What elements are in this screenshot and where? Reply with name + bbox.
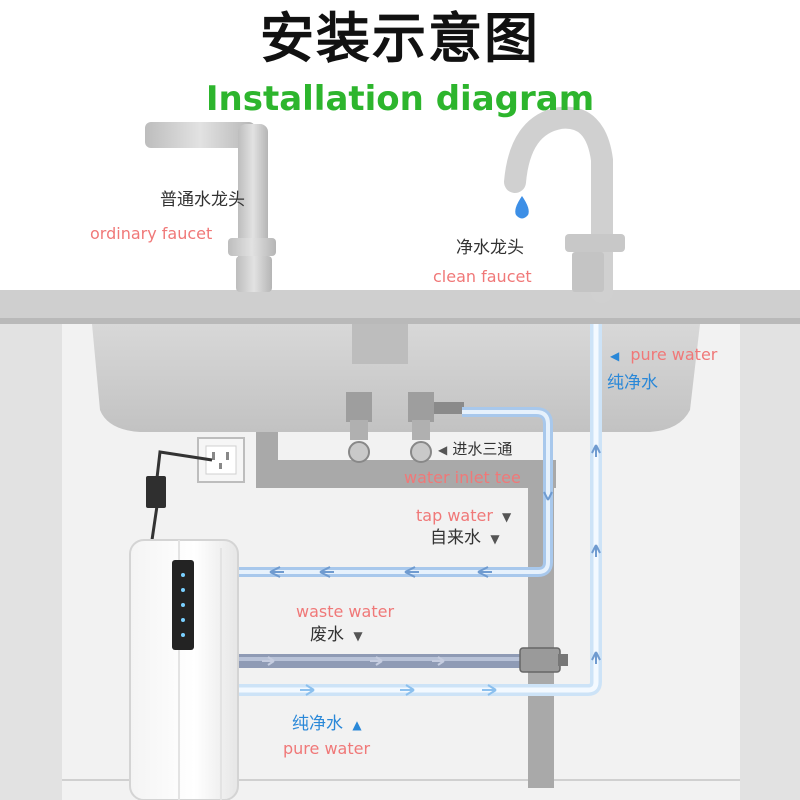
ordinary-faucet-label-cn: 普通水龙头 bbox=[160, 190, 245, 210]
left-triangle-icon: ◀ bbox=[610, 349, 620, 363]
drain-pipe-left bbox=[256, 432, 278, 472]
flow-arrows bbox=[269, 444, 601, 664]
inlet-tee-label: ◀ 进水三通 bbox=[438, 441, 512, 457]
title-english: Installation diagram bbox=[205, 79, 595, 119]
cabinet-right-wall bbox=[740, 322, 800, 800]
pure-water-top-label-en: pure water bbox=[630, 345, 718, 364]
drain-pipe-horizontal bbox=[256, 460, 556, 488]
clean-faucet-label-en: clean faucet bbox=[433, 267, 532, 286]
down-triangle-icon: ▼ bbox=[502, 510, 512, 524]
pure-water-top-label-cn: 纯净水 bbox=[607, 373, 658, 393]
left-triangle-icon: ◀ bbox=[438, 443, 448, 457]
power-cord bbox=[150, 450, 213, 541]
sink-divider bbox=[352, 324, 408, 364]
drain-saddle-clamp bbox=[519, 647, 568, 673]
tap-water-label-cn-text: 自来水 bbox=[430, 528, 481, 548]
tap-water-label-en: tap water ▼ bbox=[416, 508, 511, 524]
pure-water-bottom-label-cn: 纯净水 ▲ bbox=[292, 716, 362, 733]
waste-water-label-en: waste water bbox=[296, 602, 395, 621]
water-drop-icon bbox=[515, 196, 529, 219]
waste-flow-arrows bbox=[262, 656, 445, 666]
tap-water-label-en-text: tap water bbox=[416, 506, 493, 525]
sink-basin bbox=[92, 324, 700, 432]
inlet-tee-valve bbox=[408, 392, 464, 463]
inlet-tee-label-en: water inlet tee bbox=[404, 468, 521, 487]
up-triangle-icon: ▲ bbox=[352, 718, 362, 732]
tap-water-label-cn: 自来水 ▼ bbox=[430, 530, 500, 547]
title-chinese: 安装示意图 bbox=[260, 7, 540, 70]
pure-water-bottom-label-cn-text: 纯净水 bbox=[292, 714, 343, 734]
clean-faucet-label-cn: 净水龙头 bbox=[456, 238, 524, 258]
waste-water-label-cn-text: 废水 bbox=[310, 625, 344, 645]
cabinet-left-wall bbox=[0, 322, 62, 800]
pure-water-bottom-label-en: pure water bbox=[283, 739, 371, 758]
clean-faucet bbox=[504, 106, 625, 303]
down-triangle-icon: ▼ bbox=[490, 532, 500, 546]
down-triangle-icon: ▼ bbox=[353, 629, 363, 643]
pure-flow-arrows bbox=[300, 684, 497, 696]
power-adapter bbox=[146, 476, 166, 508]
ordinary-faucet-label-en: ordinary faucet bbox=[90, 224, 213, 243]
purifier-unit bbox=[129, 539, 239, 800]
waste-water-label-cn: 废水 ▼ bbox=[310, 627, 363, 644]
inlet-tee-label-cn: 进水三通 bbox=[452, 440, 513, 458]
countertop-edge bbox=[0, 318, 800, 324]
angle-valve-left bbox=[346, 392, 372, 463]
ordinary-faucet bbox=[145, 122, 276, 292]
pure-water-top-label: ◀ pure water bbox=[610, 347, 717, 363]
